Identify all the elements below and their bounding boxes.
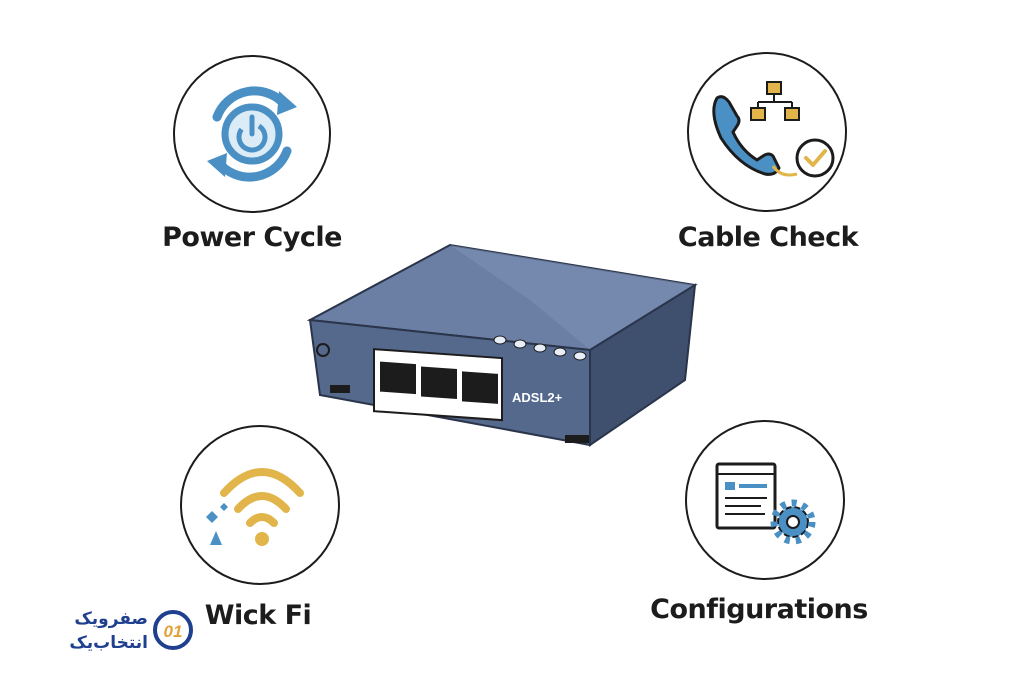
wifi-sparkle-icon (206, 468, 304, 546)
router-model-label: ADSL2+ (512, 390, 563, 405)
wick-fi-circle (180, 425, 340, 585)
brand-name-line2: انتخاب‌یک (69, 633, 148, 653)
brand-name-line1: صفرویک (74, 609, 148, 629)
adsl-router-image: ADSL2+ (306, 243, 698, 447)
cable-check-label: Cable Check (677, 222, 859, 253)
ethernet-port-1 (380, 361, 416, 395)
router-status-leds (493, 335, 587, 361)
phone-network-check-icon (712, 81, 835, 178)
ethernet-port-3 (462, 371, 498, 404)
brand-mark-text: 01 (164, 622, 183, 641)
document-gear-icon (715, 462, 816, 545)
ethernet-port-2 (421, 366, 457, 399)
configurations-label: Configurations (650, 594, 868, 625)
brand-mark-icon: 01 (153, 610, 193, 650)
power-cycle-circle (173, 55, 331, 213)
brand-logo: صفرویک انتخاب‌یک 01 (24, 600, 194, 670)
power-cycle-icon (207, 86, 297, 182)
wick-fi-label: Wick Fi (204, 600, 312, 631)
power-cycle-label: Power Cycle (162, 222, 342, 253)
configurations-circle (685, 420, 845, 580)
router-power-button (316, 343, 330, 357)
cable-check-circle (687, 52, 847, 212)
